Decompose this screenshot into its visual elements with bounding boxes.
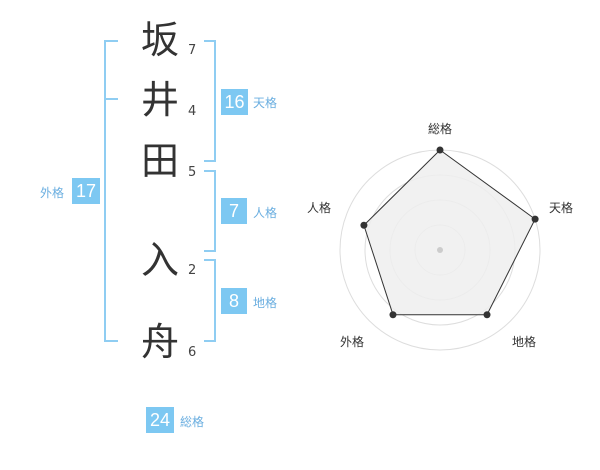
name-char-1: 坂 (140, 18, 179, 62)
radar-point (389, 311, 397, 319)
tenkaku-value: 16 (221, 89, 248, 115)
radar-point (436, 146, 444, 154)
name-char-2: 井 (140, 78, 179, 122)
gaikaku-label: 外格 (40, 186, 65, 200)
chikaku-bracket (204, 259, 216, 342)
axis-label-chikaku: 地格 (512, 335, 537, 349)
chikaku-value: 8 (221, 288, 247, 314)
name-char-3: 田 (140, 139, 179, 183)
axis-label-jinkaku: 人格 (307, 201, 332, 215)
axis-label-tenkaku: 天格 (549, 201, 574, 215)
outer-bracket-tick (104, 98, 118, 100)
jinkaku-label: 人格 (253, 206, 278, 220)
stroke-count-4: 2 (188, 263, 197, 278)
name-char-5: 舟 (140, 320, 179, 364)
radar-polygon (363, 149, 536, 316)
stroke-count-3: 5 (188, 165, 197, 180)
name-char-4: 入 (140, 238, 179, 282)
radar-point (483, 311, 491, 319)
chikaku-label: 地格 (253, 296, 278, 310)
jinkaku-bracket (204, 170, 216, 252)
outer-bracket (104, 40, 118, 342)
axis-label-soukaku: 総格 (428, 122, 453, 136)
radar-center (437, 247, 443, 253)
axis-label-gaikaku: 外格 (340, 335, 365, 349)
tenkaku-bracket (204, 40, 216, 162)
radar-point (531, 215, 539, 223)
jinkaku-value: 7 (221, 198, 247, 224)
gaikaku-value: 17 (72, 178, 100, 204)
tenkaku-label: 天格 (253, 96, 278, 110)
soukaku-value: 24 (146, 407, 174, 433)
stroke-count-2: 4 (188, 104, 197, 119)
stroke-count-5: 6 (188, 345, 197, 360)
soukaku-label: 総格 (180, 415, 205, 429)
radar-point (360, 221, 368, 229)
stroke-count-1: 7 (188, 43, 197, 58)
